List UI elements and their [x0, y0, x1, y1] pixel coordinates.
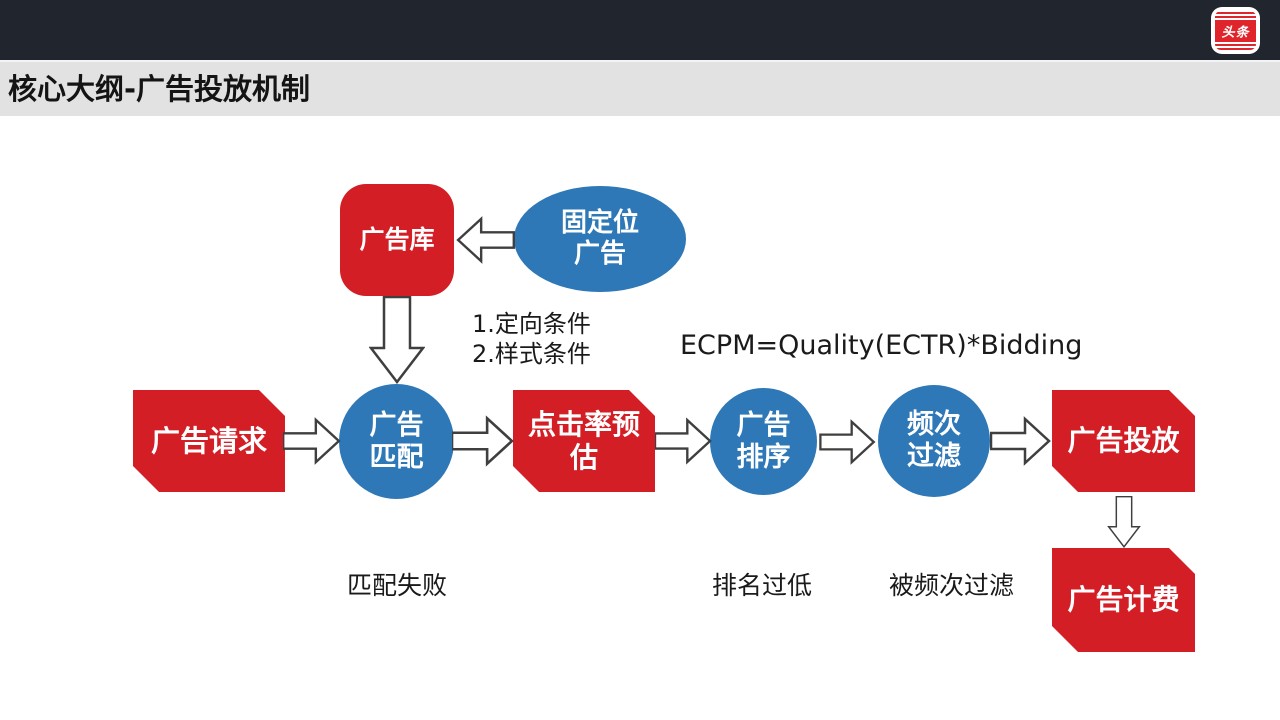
page-title: 核心大纲-广告投放机制 [8, 72, 311, 106]
node-fixed-position-ad: 固定位 广告 [514, 186, 686, 292]
node-frequency-filter: 频次 过滤 [878, 385, 990, 497]
node-ad-library: 广告库 [340, 184, 454, 296]
node-ad-ranking: 广告 排序 [710, 388, 817, 495]
arrow-frequency-to-delivery-icon [990, 416, 1051, 466]
node-ctr-prediction: 点击率预 估 [513, 390, 655, 492]
toutiao-logo-icon: 头条 [1211, 7, 1260, 54]
toutiao-logo-stripes: 头条 [1215, 11, 1256, 50]
annotation-ecpm-formula: ECPM=Quality(ECTR)*Bidding [680, 330, 1083, 361]
arrow-matching-to-ctr-icon [452, 415, 514, 467]
node-ad-delivery: 广告投放 [1052, 390, 1195, 492]
annotation-conditions: 1.定向条件 2.样式条件 [472, 310, 591, 368]
arrow-ctr-to-ranking-icon [655, 417, 712, 465]
arrow-delivery-to-billing-icon [1107, 496, 1141, 548]
toutiao-logo-text: 头条 [1215, 21, 1256, 40]
arrow-ranking-to-frequency-icon [819, 419, 876, 465]
node-ad-request: 广告请求 [133, 390, 285, 492]
node-ad-billing: 广告计费 [1052, 548, 1195, 652]
arrow-fixedad-to-library-icon [456, 216, 515, 264]
annotation-match-fail: 匹配失败 [347, 571, 448, 600]
top-header-bar: 头条 [0, 0, 1280, 62]
title-bar: 核心大纲-广告投放机制 [0, 62, 1280, 116]
annotation-rank-too-low: 排名过低 [712, 571, 813, 600]
arrow-library-to-matching-icon [369, 296, 425, 384]
arrow-request-to-matching-icon [283, 417, 341, 465]
annotation-frequency-filtered: 被频次过滤 [889, 571, 1015, 600]
node-ad-matching: 广告 匹配 [339, 384, 454, 499]
